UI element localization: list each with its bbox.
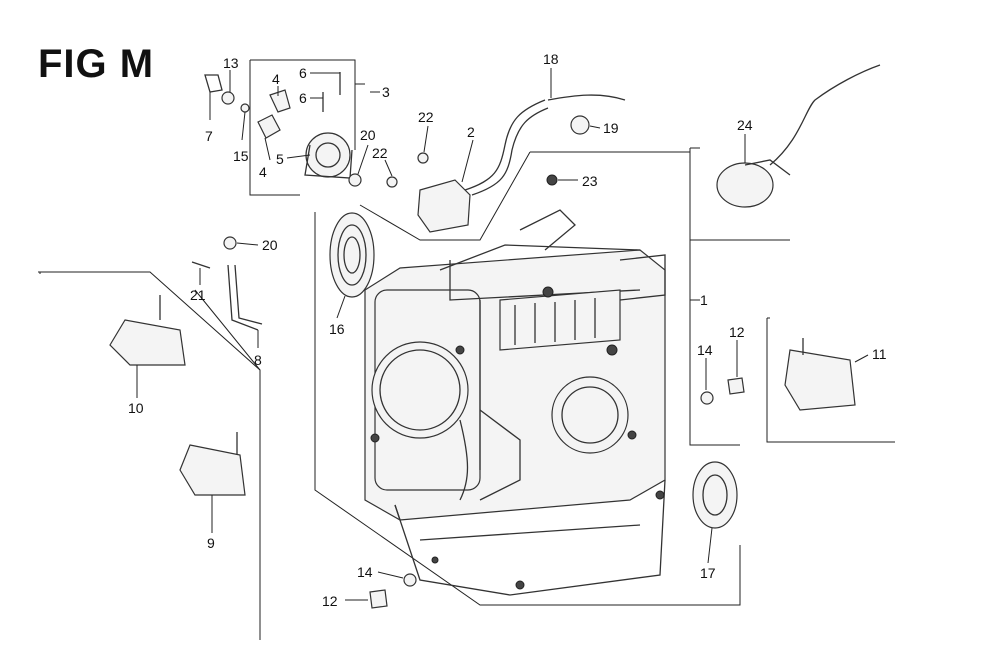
callout-label: 5 [276,151,284,167]
callout-label: 20 [360,127,376,143]
small-parts [191,236,745,609]
callout-label: 23 [582,173,598,189]
callout-label: 22 [372,145,388,161]
figure-title: FIG M [38,42,155,86]
callout-label: 21 [190,287,206,303]
callout-label: 2 [467,124,475,140]
callout-label: 13 [223,55,239,71]
callout-label: 7 [205,128,213,144]
oil-seal-17 [692,461,738,529]
oil-pump-parts [204,72,362,187]
callout-label: 14 [697,342,713,358]
callout-label: 8 [254,352,262,368]
callout-labels: 13 7 15 4 4 5 6 6 3 20 18 22 22 2 19 23 … [128,51,887,609]
callout-label: 18 [543,51,559,67]
callout-label: 9 [207,535,215,551]
callout-label: 12 [729,324,745,340]
callout-label: 14 [357,564,373,580]
callout-label: 22 [418,109,434,125]
engine-mount-10 [109,295,186,366]
breather-parts [386,94,626,233]
callout-label: 6 [299,90,307,106]
engine-mount-9 [179,432,246,496]
fuel-cutoff-24 [716,64,881,208]
callout-label: 4 [272,71,280,87]
callout-label: 20 [262,237,278,253]
crankcase-drawing [364,209,666,596]
callout-label: 17 [700,565,716,581]
engine-mount-11 [784,338,856,411]
callout-label: 16 [329,321,345,337]
callout-label: 15 [233,148,249,164]
callout-label: 10 [128,400,144,416]
leader-lines [136,68,869,601]
callout-label: 12 [322,593,338,609]
group-outlines [38,59,895,640]
callout-label: 4 [259,164,267,180]
callout-label: 1 [700,292,708,308]
oil-seal-16 [329,212,375,298]
callout-label: 6 [299,65,307,81]
callout-label: 3 [382,84,390,100]
callout-label: 24 [737,117,753,133]
callout-label: 19 [603,120,619,136]
callout-label: 11 [872,346,887,362]
